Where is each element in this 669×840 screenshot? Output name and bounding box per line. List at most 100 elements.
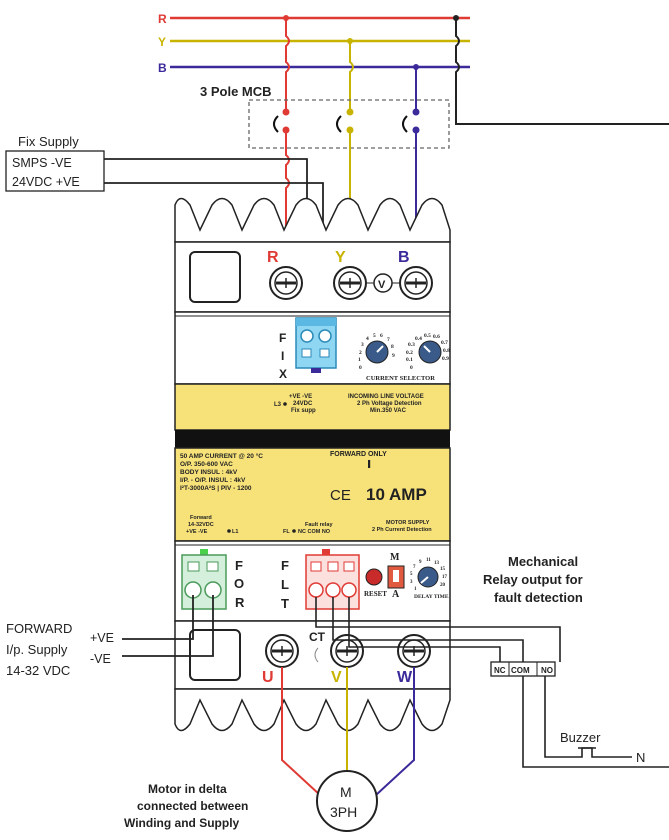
relay-note-line2: Relay output for — [483, 572, 583, 587]
phase-drops — [285, 18, 417, 112]
svg-text:2: 2 — [359, 350, 362, 356]
reset-label: RESET — [364, 590, 387, 598]
flt-letter-l: L — [281, 577, 289, 592]
forward-supply-line2: I/p. Supply — [6, 642, 68, 657]
relay-note-line3: fault detection — [494, 590, 583, 605]
forward-text: Forward — [190, 515, 212, 521]
svg-text:0.1: 0.1 — [406, 357, 413, 363]
for-letter-o: O — [234, 576, 244, 591]
motor-supply-text: MOTOR SUPPLY — [386, 520, 430, 526]
screw-terminal-b — [399, 266, 433, 300]
svg-text:5: 5 — [373, 333, 376, 339]
forward-volt-text: 14-32VDC — [188, 522, 214, 528]
spec-body-insul: BODY INSUL : 4kV — [180, 469, 238, 476]
fix-ve-text: +VE -VE — [289, 394, 312, 400]
svg-text:3: 3 — [410, 580, 413, 585]
svg-text:1: 1 — [358, 357, 361, 363]
fix-24vdc-text: 24VDC — [293, 401, 313, 407]
forward-supply-line3: 14-32 VDC — [6, 663, 70, 678]
svg-text:17: 17 — [442, 575, 448, 580]
svg-text:15: 15 — [440, 567, 446, 572]
incoming-line-text: INCOMING LINE VOLTAGE — [348, 394, 424, 400]
mode-m-label: M — [390, 552, 400, 563]
terminal-w-label: W — [397, 669, 413, 686]
buzzer-label: Buzzer — [560, 730, 601, 745]
motor-note-line1: Motor in delta — [148, 782, 227, 796]
current-detect-text: 2 Ph Current Detection — [372, 527, 432, 533]
terminal-v-label: V — [331, 669, 342, 686]
svg-text:5: 5 — [410, 572, 413, 577]
relay-no-label: NO — [541, 666, 553, 675]
motor-note: Motor in delta connected between Winding… — [124, 782, 248, 830]
svg-text:0: 0 — [359, 365, 362, 371]
spec-output: O/P. 350-600 VAC — [180, 461, 233, 468]
voltmeter-label: V — [378, 279, 386, 291]
svg-text:9: 9 — [392, 353, 395, 359]
svg-text:0.8: 0.8 — [443, 348, 450, 354]
panel-lower-text: 50 AMP CURRENT @ 20 °C O/P. 350-600 VAC … — [180, 451, 432, 535]
svg-text:4: 4 — [366, 336, 369, 342]
svg-text:0.4: 0.4 — [415, 336, 422, 342]
svg-text:7: 7 — [413, 565, 416, 570]
for-letter-r: R — [235, 595, 245, 610]
terminal-u-label: U — [262, 669, 274, 686]
forward-supply: FORWARD I/p. Supply 14-32 VDC +VE -VE — [6, 595, 214, 678]
rating-text: 10 AMP — [366, 485, 427, 504]
terminal-b-label: B — [398, 249, 410, 266]
fix-supply-title: Fix Supply — [18, 134, 79, 149]
motor: M 3PH — [316, 770, 378, 832]
svg-text:6: 6 — [380, 333, 383, 339]
l3-text: L3 — [274, 402, 282, 408]
svg-text:0.2: 0.2 — [406, 350, 413, 356]
for-letter-f: F — [235, 558, 243, 573]
svg-text:0.6: 0.6 — [433, 334, 440, 340]
fix-supp-text: Fix supp — [291, 408, 316, 414]
svg-text:13: 13 — [434, 561, 440, 566]
motor-symbol — [316, 770, 378, 832]
voltage-detect-text: 2 Ph Voltage Detection — [357, 401, 422, 407]
phase-b-label: B — [158, 61, 167, 75]
flt-letter-t: T — [281, 596, 289, 611]
spec-current: 50 AMP CURRENT @ 20 °C — [180, 452, 263, 460]
svg-text:7: 7 — [387, 337, 390, 343]
fix-letter-i: I — [281, 349, 284, 363]
forward-pos-label: +VE — [90, 631, 114, 645]
phase-y-label: Y — [158, 35, 166, 49]
smps-neg-label: SMPS -VE — [12, 156, 72, 170]
motor-wires — [281, 667, 415, 796]
l1-text: L1 — [232, 529, 238, 535]
fix-connector: F I X — [279, 317, 337, 381]
svg-text:0: 0 — [410, 365, 413, 371]
reset-button[interactable] — [365, 568, 383, 586]
svg-text:9: 9 — [419, 560, 422, 565]
svg-text:0.5: 0.5 — [424, 333, 431, 339]
svg-text:0.7: 0.7 — [441, 340, 448, 346]
terminal-r-label: R — [267, 249, 279, 266]
svg-text:8: 8 — [391, 344, 394, 350]
relay-nc-label: NC — [494, 666, 506, 675]
phase-buses: R Y B — [158, 12, 669, 125]
forward-supply-line1: FORWARD — [6, 621, 72, 636]
svg-text:20: 20 — [440, 583, 446, 588]
motor-note-line2: connected between — [137, 799, 248, 813]
mode-a-label: A — [392, 589, 400, 600]
ct-label: CT — [309, 630, 326, 644]
forward-neg-label: -VE — [90, 652, 111, 666]
motor-3ph-label: 3PH — [330, 804, 357, 820]
nc-com-no-text: NC COM NO — [298, 529, 331, 535]
screw-terminal-r — [269, 266, 303, 300]
svg-text:3: 3 — [361, 342, 364, 348]
delay-time-label: DELAY TIME — [414, 594, 449, 600]
smps-pos-label: 24VDC +VE — [12, 175, 80, 189]
screw-terminal-y — [333, 266, 367, 300]
panel-upper-text: +VE -VE 24VDC Fix supp L3 INCOMING LINE … — [274, 394, 424, 414]
current-selector-label: CURRENT SELECTOR — [366, 375, 435, 382]
smps-box — [5, 150, 105, 192]
buzzer-neutral-label: N — [636, 750, 645, 765]
phase-r-label: R — [158, 12, 167, 26]
fix-letter-f: F — [279, 331, 286, 345]
flt-letter-f: F — [281, 558, 289, 573]
